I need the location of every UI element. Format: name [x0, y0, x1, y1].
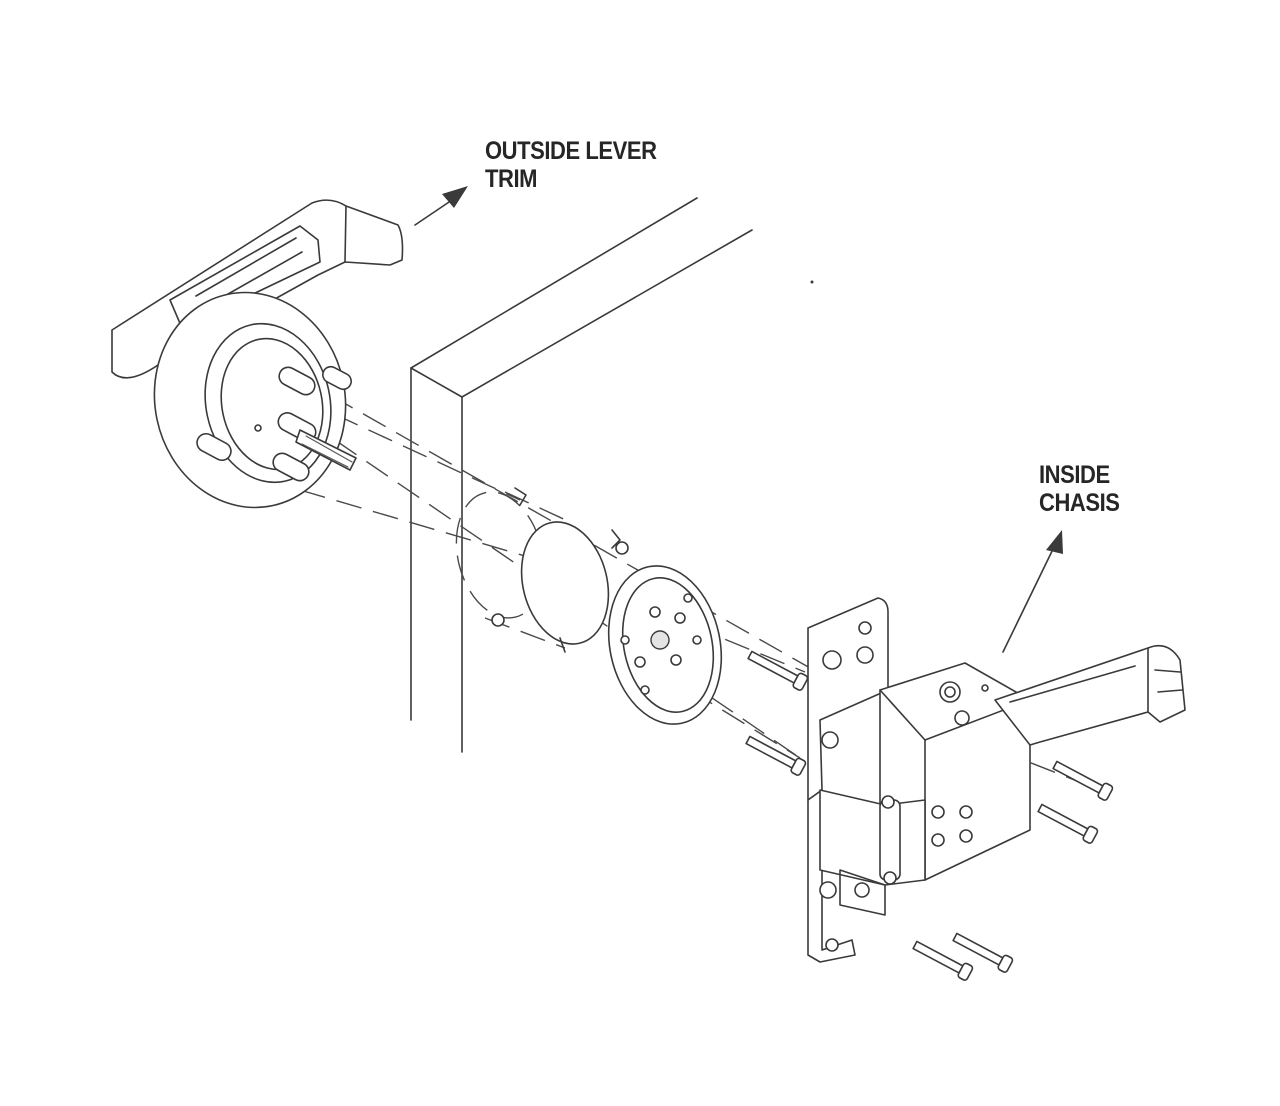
outside-lever-trim — [111, 199, 404, 509]
outside-arrow — [414, 186, 468, 226]
inside-chassis — [807, 597, 1186, 963]
screws — [745, 650, 1114, 981]
inside-label-line2: CHASIS — [1039, 489, 1120, 517]
outside-label-line1: OUTSIDE LEVER — [485, 137, 657, 165]
inside-chasis-label: INSIDE CHASIS — [1039, 461, 1120, 517]
speck — [810, 280, 814, 284]
inside-arrow — [1002, 530, 1063, 653]
inside-label-line1: INSIDE — [1039, 461, 1110, 489]
rose-plate — [607, 565, 723, 725]
outside-lever-trim-label: OUTSIDE LEVER TRIM — [485, 137, 657, 193]
mounting-plate — [491, 487, 629, 653]
outside-label-line2: TRIM — [485, 165, 538, 193]
